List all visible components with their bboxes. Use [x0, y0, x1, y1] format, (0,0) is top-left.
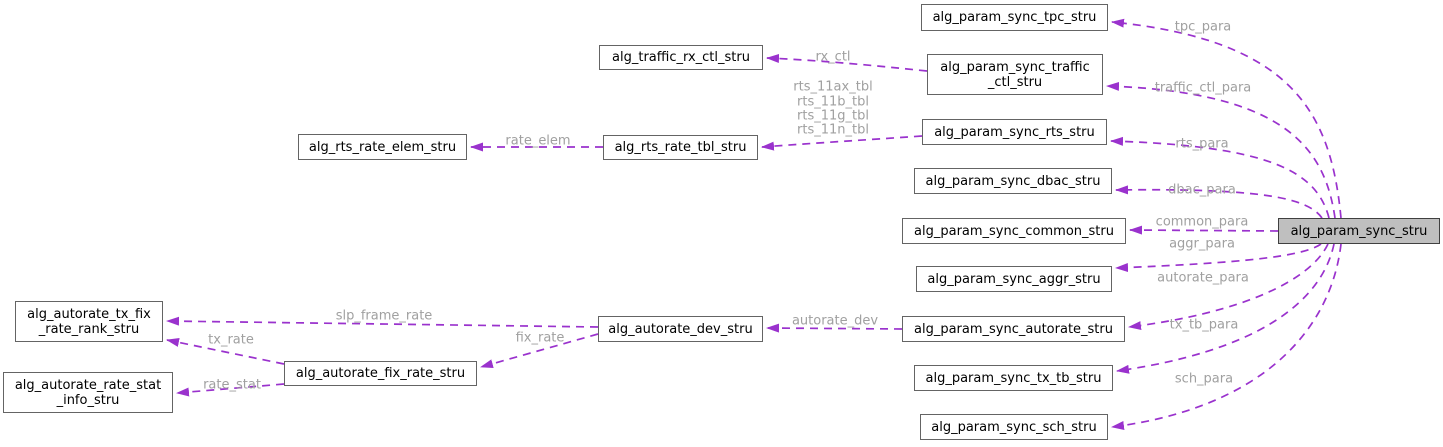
edge-label-sch-para: sch_para: [1174, 371, 1234, 387]
edge-label-rts-11b-tbl: rts_11b_tbl: [797, 94, 869, 110]
node-alg-param-sync-rts-stru[interactable]: alg_param_sync_rts_stru: [922, 119, 1107, 145]
edge-tpc-para: [1111, 18, 1342, 219]
node-label: _ctl_stru: [987, 74, 1043, 90]
edge-label-rate-stat: rate_stat: [203, 377, 261, 393]
edge-traffic-ctl-para: [1106, 81, 1336, 219]
node-alg-traffic-rx-ctl-stru[interactable]: alg_traffic_rx_ctl_stru: [599, 45, 763, 70]
edge-autorate-para: [1128, 243, 1329, 331]
edge-label-aggr-para: aggr_para: [1169, 236, 1235, 252]
edge-rx-ctl: [766, 54, 928, 72]
node-alg-autorate-tx-fix-rate-rank-stru[interactable]: alg_autorate_tx_fix_rate_rank_stru: [15, 301, 163, 342]
node-label: alg_param_sync_sch_stru: [931, 419, 1097, 435]
node-alg-param-sync-dbac-stru[interactable]: alg_param_sync_dbac_stru: [914, 168, 1112, 194]
node-label: alg_param_sync_aggr_stru: [927, 271, 1101, 287]
node-label: alg_rts_rate_elem_stru: [308, 139, 457, 155]
edge-sch-para: [1111, 243, 1342, 430]
node-label: alg_param_sync_tpc_stru: [932, 10, 1097, 25]
node-alg-param-sync-tx-tb-stru[interactable]: alg_param_sync_tx_tb_stru: [914, 365, 1113, 391]
node-label: alg_rts_rate_tbl_stru: [614, 140, 747, 155]
node-alg-param-sync-autorate-stru[interactable]: alg_param_sync_autorate_stru: [902, 316, 1125, 342]
node-label: alg_param_sync_dbac_stru: [925, 173, 1101, 189]
node-label: alg_autorate_fix_rate_stru: [295, 366, 466, 381]
edge-tx-rate: [166, 338, 285, 365]
edge-label-rts-11g-tbl: rts_11g_tbl: [797, 108, 869, 124]
edge-tx-tb-para: [1116, 243, 1335, 374]
node-alg-rts-rate-tbl-stru[interactable]: alg_rts_rate_tbl_stru: [603, 135, 758, 160]
node-label: alg_param_sync_autorate_stru: [914, 321, 1113, 337]
edge-label-tx-rate: tx_rate: [208, 332, 254, 348]
edge-label-slp-frame-rate: slp_frame_rate: [335, 308, 433, 324]
edge-label-rx-ctl: rx_ctl: [815, 49, 851, 65]
edge-label-common-para: common_para: [1155, 214, 1249, 230]
edge-dbac-para: [1115, 185, 1323, 219]
node-label: alg_param_sync_rts_stru: [934, 124, 1095, 140]
edge-autorate-dev: [766, 323, 903, 333]
edge-label-autorate-dev: autorate_dev: [791, 313, 879, 329]
node-label: alg_autorate_tx_fix: [27, 306, 151, 322]
edge-rts-tbls: [761, 135, 923, 151]
node-label: _info_stru: [56, 392, 120, 408]
node-alg-param-sync-aggr-stru[interactable]: alg_param_sync_aggr_stru: [916, 266, 1112, 292]
node-label: _rate_rank_stru: [38, 321, 140, 337]
node-label: alg_autorate_dev_stru: [608, 321, 753, 337]
edge-common-para: [1129, 225, 1279, 235]
edge-label-tpc-para: tpc_para: [1174, 19, 1232, 35]
node-label: alg_autorate_rate_stat: [14, 377, 162, 393]
node-label: alg_param_sync_tx_tb_stru: [925, 370, 1102, 386]
edge-label-fix-rate: fix_rate: [515, 330, 565, 346]
node-alg-autorate-dev-stru[interactable]: alg_autorate_dev_stru: [598, 316, 763, 342]
edge-label-rate-elem: rate_elem: [505, 133, 571, 149]
node-label: alg_traffic_rx_ctl_stru: [612, 50, 750, 65]
node-alg-autorate-rate-stat-info-stru[interactable]: alg_autorate_rate_stat_info_stru: [3, 372, 173, 413]
edge-label-rts-11ax-tbl: rts_11ax_tbl: [793, 79, 873, 95]
edge-label-rts-11n-tbl: rts_11n_tbl: [797, 122, 869, 138]
edge-label-dbac-para: dbac_para: [1168, 182, 1236, 198]
node-label: alg_param_sync_common_stru: [914, 223, 1114, 239]
edge-label-autorate-para: autorate_para: [1157, 270, 1249, 286]
edge-label-traffic-ctl-para: traffic_ctl_para: [1154, 80, 1252, 96]
edge-label-rts-para: rts_para: [1175, 136, 1229, 152]
node-alg-param-sync-sch-stru[interactable]: alg_param_sync_sch_stru: [920, 414, 1108, 440]
node-alg-autorate-fix-rate-stru[interactable]: alg_autorate_fix_rate_stru: [284, 361, 477, 386]
edge-label-tx-tb-para: tx_tb_para: [1169, 317, 1239, 333]
node-label: alg_param_sync_traffic: [940, 59, 1090, 75]
node-alg-param-sync-traffic-ctl-stru[interactable]: alg_param_sync_traffic_ctl_stru: [927, 54, 1103, 95]
edge-slp-frame-rate: [166, 316, 599, 328]
node-label: alg_param_sync_stru: [1290, 223, 1428, 239]
node-alg-rts-rate-elem-stru[interactable]: alg_rts_rate_elem_stru: [298, 134, 467, 160]
node-alg-param-sync-common-stru[interactable]: alg_param_sync_common_stru: [902, 218, 1126, 244]
edge-fix-rate: [480, 333, 599, 369]
edge-rts-para: [1110, 136, 1330, 219]
node-alg-param-sync-tpc-stru[interactable]: alg_param_sync_tpc_stru: [921, 4, 1108, 31]
edge-rate-stat: [176, 383, 285, 397]
node-alg-param-sync-stru-main: alg_param_sync_stru: [1278, 218, 1440, 244]
